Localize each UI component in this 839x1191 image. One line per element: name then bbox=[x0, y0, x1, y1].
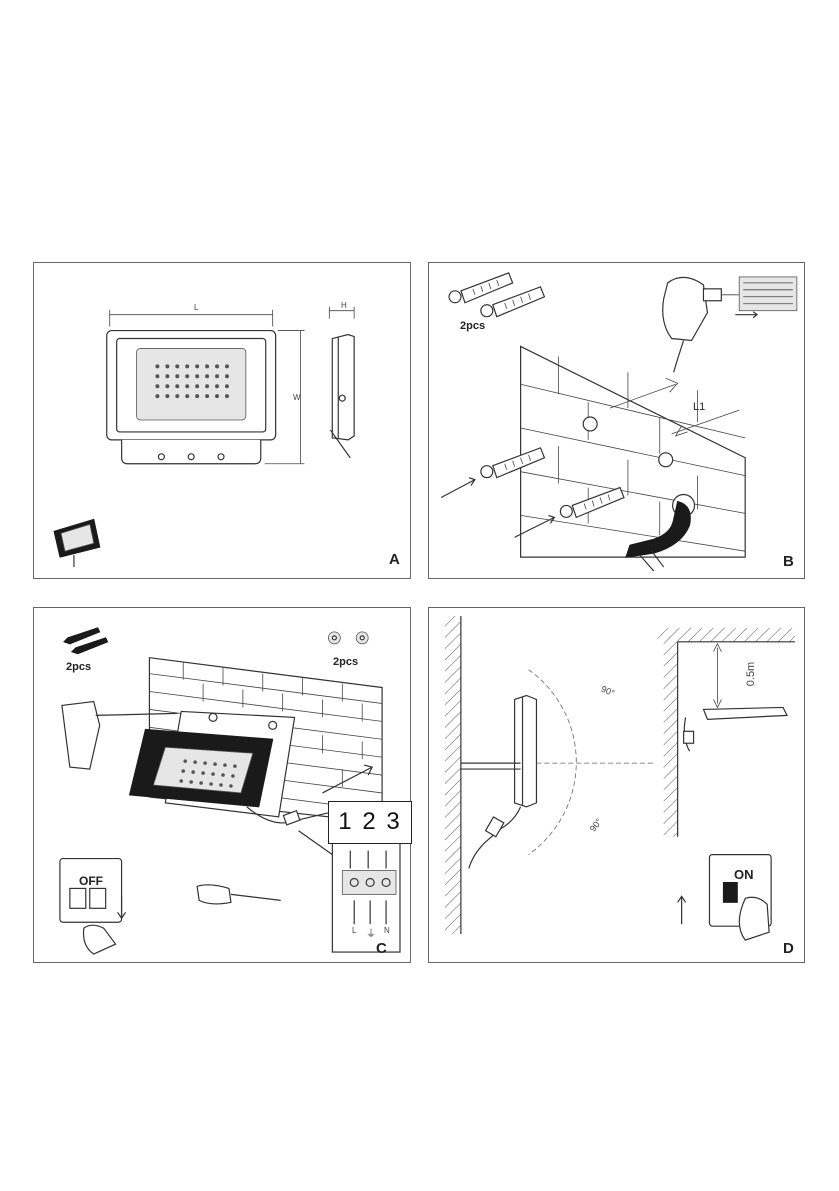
terminal-callout-box: 1 2 3 bbox=[328, 801, 412, 844]
hole-spacing-label: L1 bbox=[693, 401, 705, 413]
wall-anchor-icon bbox=[449, 273, 544, 317]
panel-a-letter: A bbox=[389, 551, 400, 568]
dim-length-label: L bbox=[194, 303, 198, 312]
panel-a: L W H A bbox=[33, 262, 411, 579]
washer-icon bbox=[328, 632, 368, 644]
panel-c: 2pcs 2pcs OFF L ⏚ N C bbox=[33, 607, 411, 963]
wall-anchor-drilling-drawing bbox=[429, 263, 804, 578]
panel-c-letter: C bbox=[376, 940, 387, 957]
panel-b-letter: B bbox=[783, 553, 794, 570]
panel-d-letter: D bbox=[783, 940, 794, 957]
panel-b: 2pcs L1 B bbox=[428, 262, 805, 579]
panel-d: 90° 90° 0.5m ON D bbox=[428, 607, 805, 963]
screwdriver-icon bbox=[197, 885, 281, 904]
washer-quantity-label: 2pcs bbox=[333, 656, 358, 668]
switch-off-icon bbox=[60, 859, 126, 954]
dim-width-label: W bbox=[293, 393, 301, 402]
brick-wall bbox=[521, 346, 746, 557]
switch-on-icon bbox=[678, 855, 771, 941]
terminal-earth-label: ⏚ bbox=[366, 925, 376, 940]
screw-quantity-label: 2pcs bbox=[66, 661, 91, 673]
floodlight-dimension-drawing bbox=[34, 263, 410, 578]
terminal-live-label: L bbox=[352, 926, 356, 935]
dim-height-label: H bbox=[341, 301, 347, 310]
switch-off-label: OFF bbox=[79, 874, 103, 888]
terminal-neutral-label: N bbox=[384, 926, 390, 935]
screw-icon bbox=[64, 628, 108, 654]
switch-on-label: ON bbox=[734, 867, 754, 882]
lamp-thumbnail bbox=[54, 519, 100, 567]
anchor-quantity-label: 2pcs bbox=[460, 320, 485, 332]
drill-icon bbox=[663, 277, 797, 372]
clearance-distance-label: 0.5m bbox=[745, 662, 757, 686]
